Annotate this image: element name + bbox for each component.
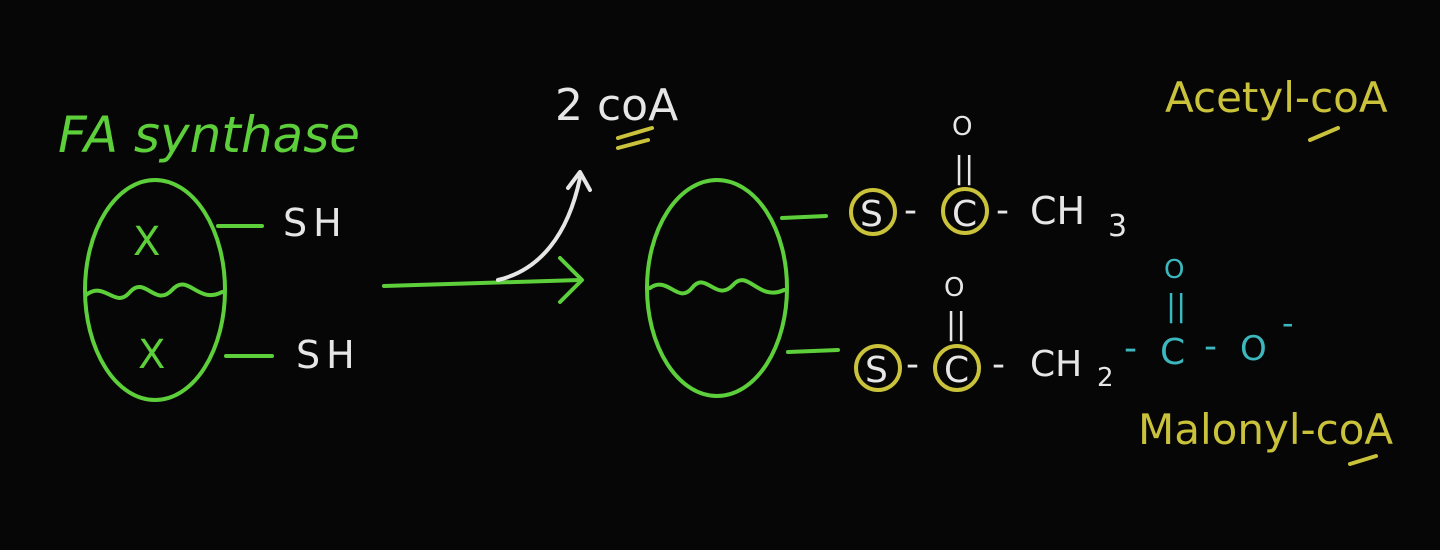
enzyme-left: X X SH SH [83, 178, 361, 402]
thiol-bottom: SH [296, 333, 361, 377]
malonyl-methylene: CH [1030, 344, 1082, 385]
malonyl-coa-label: Malonyl-coA [1138, 405, 1393, 454]
malonyl-dash-1: - [906, 344, 919, 385]
malonyl-coa-underline [1348, 454, 1378, 466]
enzyme-right-outline [645, 178, 789, 398]
malonyl-dash-3: - [1124, 328, 1137, 369]
malonyl-methylene-subscript: 2 [1097, 363, 1114, 393]
coa-underline-2 [616, 138, 650, 150]
acetyl-methyl: CH [1030, 189, 1085, 233]
acetyl-s: S [860, 194, 883, 235]
acetyl-dash-1: - [904, 190, 917, 231]
acetyl-s-highlight [849, 188, 897, 236]
enzyme-right-arm-bottom [786, 348, 840, 354]
acetyl-coa-label: Acetyl-coA [1165, 73, 1388, 122]
malonyl-s-highlight [854, 344, 902, 392]
reaction-arrow-head [558, 256, 584, 304]
acetyl-methyl-subscript: 3 [1108, 209, 1127, 244]
acetyl-c: C [952, 194, 977, 235]
enzyme-title: FA synthase [58, 106, 360, 164]
released-coa-label: 2 coA [555, 80, 678, 131]
malonyl-bond: || [946, 307, 966, 342]
malonyl-thioester: S - C || O - CH 2 - C || O - O - [854, 255, 1294, 393]
enzyme-right [645, 178, 840, 398]
carboxyl-c: C [1160, 332, 1185, 373]
coa-release: 2 coA [496, 80, 678, 282]
coa-release-arrow-head [566, 170, 592, 192]
enzyme-left-outline [83, 178, 227, 402]
enzyme-left-wave [84, 282, 224, 300]
malonyl-dash-2: - [992, 344, 1005, 385]
acetyl-bond: || [954, 151, 974, 186]
acetyl-coa-underline [1308, 126, 1340, 142]
carboxyl-bond: || [1166, 289, 1186, 324]
reaction-arrow [382, 256, 584, 304]
malonyl-c: C [944, 350, 969, 391]
acetyl-c-highlight [941, 187, 989, 235]
acetyl-thioester: S - C || O - CH 3 [849, 112, 1127, 244]
coa-release-arrow [496, 176, 582, 282]
malonyl-dash-4: - [1204, 326, 1217, 367]
enzyme-left-x-top: X [133, 219, 160, 265]
carboxylate-o: O [1240, 329, 1267, 369]
enzyme-left-x-bottom: X [138, 332, 165, 378]
acetyl-o: O [952, 112, 972, 142]
carboxylate-charge: - [1282, 304, 1294, 342]
coa-underline-1 [616, 126, 654, 140]
malonyl-o: O [944, 273, 964, 303]
reaction-arrow-shaft [382, 278, 582, 288]
enzyme-right-wave [648, 278, 786, 296]
carboxyl-o-top: O [1164, 255, 1184, 285]
malonyl-s: S [865, 350, 888, 391]
malonyl-c-highlight [933, 344, 981, 392]
acetyl-dash-2: - [996, 190, 1009, 231]
thiol-top: SH [283, 201, 348, 245]
enzyme-right-arm-top [780, 214, 828, 220]
